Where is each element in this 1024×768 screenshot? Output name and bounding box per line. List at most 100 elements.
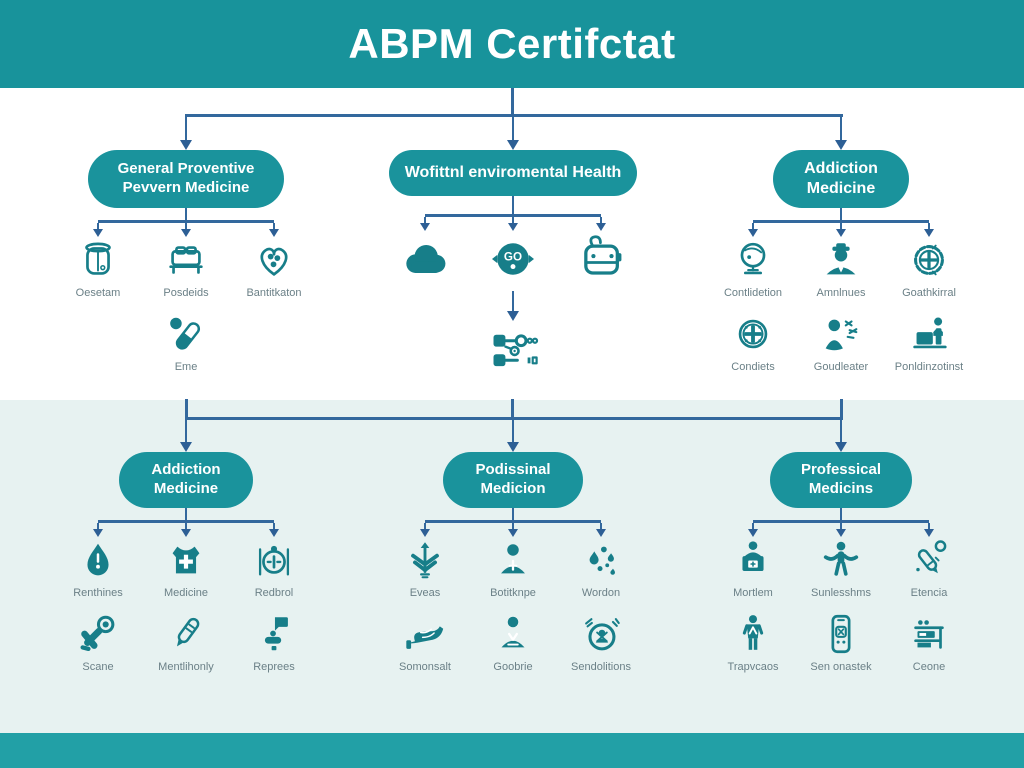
down-arrow [924, 522, 934, 537]
arrow-head-icon [181, 228, 191, 237]
arrow-line [272, 522, 276, 529]
icon-caption: Reprees [253, 660, 295, 673]
arrow-head-icon [508, 222, 518, 231]
icon-row: GO [381, 216, 645, 287]
icon-cell: Goobrie [469, 611, 557, 673]
flag-person-icon [251, 611, 297, 657]
icon-row [469, 325, 557, 377]
arrow-head-icon [507, 140, 519, 150]
icon-caption: Sen onastek [810, 660, 872, 673]
arrow-line [927, 522, 931, 529]
down-arrow [507, 116, 519, 150]
icon-cell: Ponldinzotinst [885, 311, 973, 373]
branch-hline [753, 220, 929, 223]
icon-cell: Sen onastek [797, 611, 885, 673]
svg-text:GO: GO [504, 250, 522, 263]
down-arrow [420, 216, 430, 231]
arrow-line [511, 419, 515, 442]
jar-icon [75, 237, 121, 283]
arrow-line [751, 522, 755, 529]
icon-caption: Goudleater [813, 360, 869, 373]
hand-icon [402, 611, 448, 657]
icon-caption: Somonsalt [399, 660, 451, 673]
arrow-head-icon [748, 528, 758, 537]
icon-cell: Amnlnues [797, 222, 885, 299]
icon-caption: Etencia [910, 586, 948, 599]
wallet-icon [573, 231, 629, 287]
person-desk-icon [730, 537, 776, 583]
icon-cell: Eveas [381, 522, 469, 599]
branch-stem [184, 208, 188, 220]
icon-cell: Scane [54, 611, 142, 673]
branch-stem [839, 508, 843, 520]
arrow-head-icon [836, 528, 846, 537]
down-arrow [269, 522, 279, 537]
globe-icon [730, 237, 776, 283]
arrow-head-icon [835, 442, 847, 452]
icon-cell: Goathkirral [885, 222, 973, 299]
branch-hline [98, 520, 274, 523]
icon-caption: Botitknpe [490, 586, 536, 599]
branch-node: Wofittnl enviromental Health [389, 150, 637, 196]
down-arrow [93, 522, 103, 537]
branch-hline [98, 220, 274, 223]
icon-caption: Eme [174, 360, 198, 373]
icon-cell: Mentlihonly [142, 611, 230, 673]
icon-row: Condiets Goudleater Ponldinzotinst [709, 311, 973, 373]
arrow-head-icon [508, 528, 518, 537]
icon-caption: Bantitkaton [246, 286, 302, 299]
down-arrow [180, 116, 192, 150]
icon-caption: Oesetam [75, 286, 121, 299]
arrow-head-icon [420, 528, 430, 537]
plant-icon [402, 537, 448, 583]
icon-cell: Posdeids [142, 222, 230, 299]
arrow-line [423, 522, 427, 529]
down-arrow [748, 222, 758, 237]
icon-cell: Condiets [709, 311, 797, 373]
icon-cell: Somonsalt [381, 611, 469, 673]
branch-hline [425, 520, 601, 523]
icon-caption: Goobrie [493, 660, 533, 673]
arrow-line [599, 522, 603, 529]
arrow-head-icon [596, 528, 606, 537]
icon-caption: Goathkirral [902, 286, 956, 299]
icon-cell: Trapvcaos [709, 611, 797, 673]
icon-cell: Etencia [885, 522, 973, 599]
branch-node: Addiction Medicine [773, 150, 909, 208]
down-arrow [508, 522, 518, 537]
branch-node: Addiction Medicine [119, 452, 253, 508]
no-person-icon [578, 611, 624, 657]
icon-cell: Medicine [142, 522, 230, 599]
down-arrow [507, 419, 519, 452]
arrow-head-icon [180, 442, 192, 452]
down-arrow [596, 216, 606, 231]
branch-stem [839, 208, 843, 220]
stylus-icon [906, 537, 952, 583]
icon-caption: Contlidetion [723, 286, 783, 299]
icon-cell: Ceone [885, 611, 973, 673]
arrow-head-icon [507, 310, 519, 321]
header-banner: ABPM Certifctat [0, 0, 1024, 88]
down-arrow [596, 522, 606, 537]
arrow-head-icon [269, 528, 279, 537]
icon-caption: Ceone [912, 660, 946, 673]
icon-caption: Trapvcaos [727, 660, 779, 673]
icon-cell: Sunlesshms [797, 522, 885, 599]
face-go-icon: GO [485, 231, 541, 287]
icon-caption: Condiets [731, 360, 775, 373]
branch-hline [753, 520, 929, 523]
icon-cell: Reprees [230, 611, 318, 673]
standing-person-icon [730, 611, 776, 657]
arrow-head-icon [93, 528, 103, 537]
down-arrow [835, 116, 847, 150]
icon-caption: Renthines [73, 586, 123, 599]
footer-bar [0, 733, 1024, 768]
